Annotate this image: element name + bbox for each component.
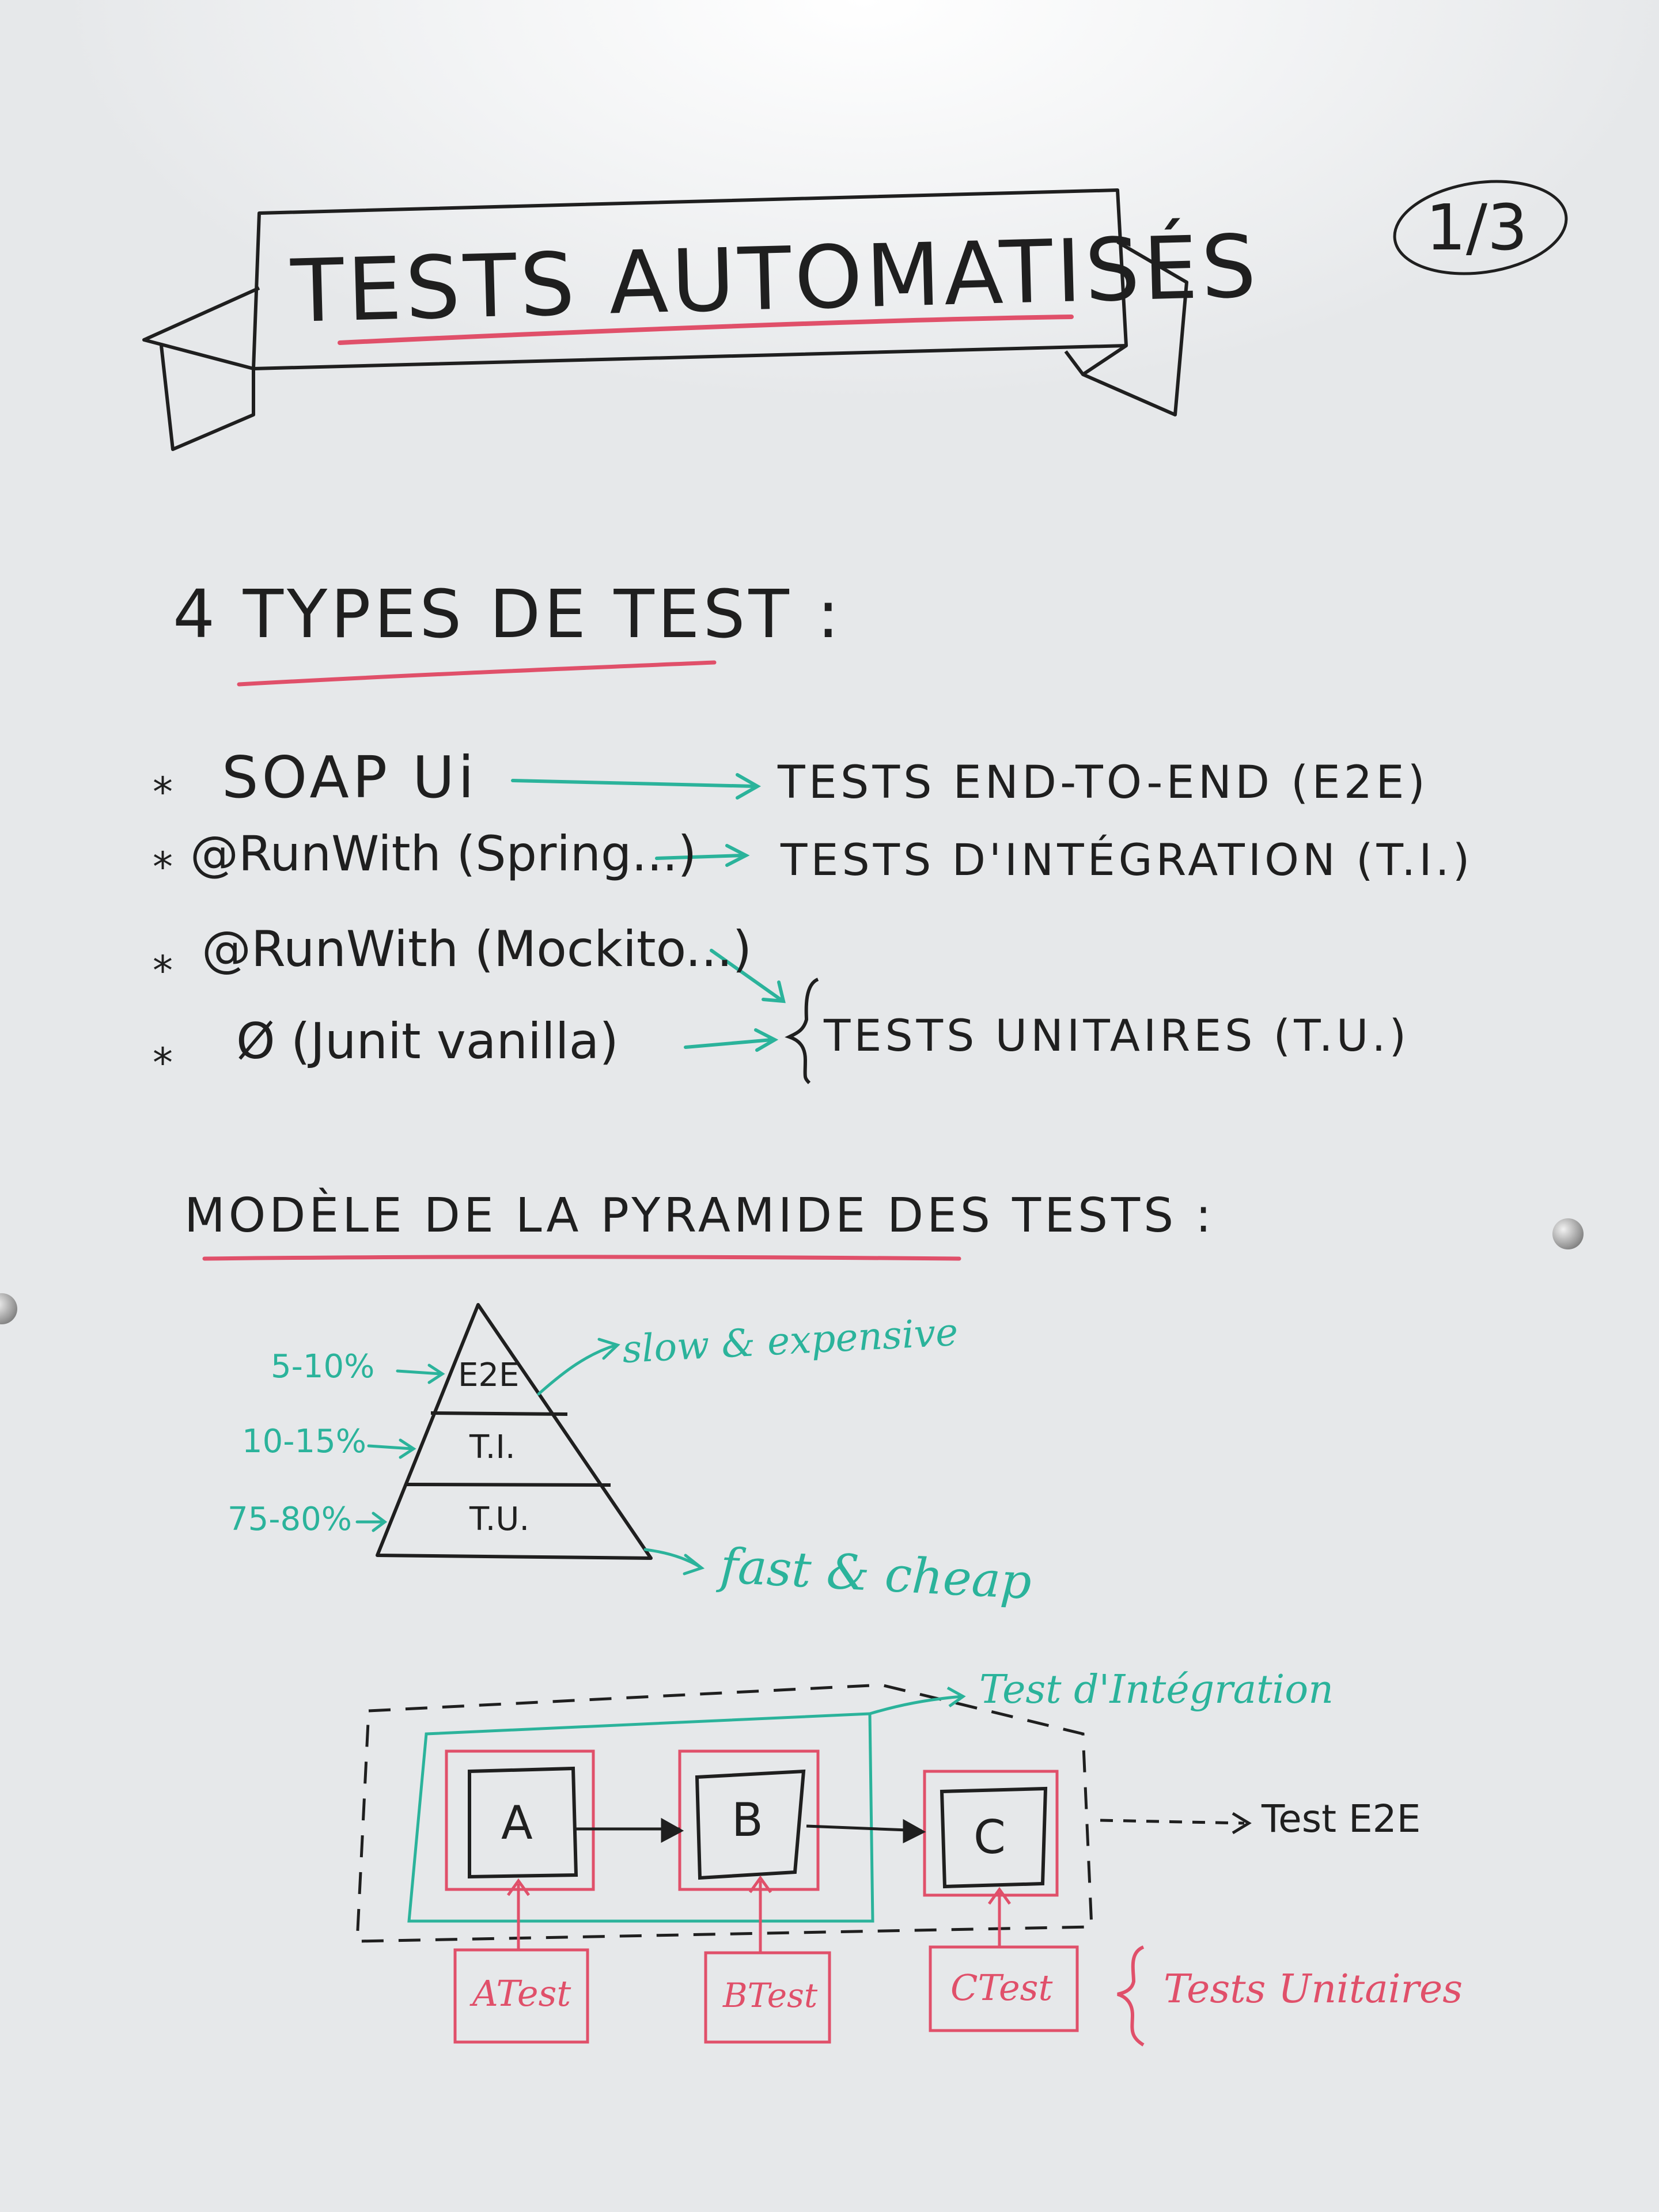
component-a: A (501, 1796, 533, 1850)
type-tool: @RunWith (Mockito...) (202, 921, 752, 978)
pyramid-percent: 75-80% (228, 1501, 352, 1538)
bullet: * (153, 1039, 173, 1086)
component-c: C (974, 1810, 1006, 1864)
unit-test-boxes (453, 1875, 1145, 2047)
pyramid-level-label: T.U. (469, 1501, 530, 1538)
type-result: TESTS END-TO-END (E2E) (778, 757, 1429, 809)
e2e-dashed-box (355, 1683, 1093, 1943)
types-underline (237, 660, 717, 687)
types-heading: 4 TYPES DE TEST : (173, 576, 843, 653)
component-black-boxes (468, 1766, 1048, 1889)
unit-brace (785, 978, 819, 1085)
e2e-label: Test E2E (1262, 1797, 1421, 1841)
pyramid-shape (376, 1303, 653, 1560)
pyramid-heading: MODÈLE DE LA PYRAMIDE DES TESTS : (184, 1188, 1215, 1243)
page-number-circle (1393, 180, 1568, 275)
unit-test-c: CTest (950, 1967, 1053, 2009)
component-arrows (576, 1812, 1252, 1844)
unit-label: Tests Unitaires (1164, 1967, 1463, 2012)
pyramid-underline (202, 1255, 961, 1261)
type-tool: SOAP Ui (222, 744, 478, 811)
integration-label: Test d'Intégration (979, 1667, 1334, 1713)
type-result: TESTS UNITAIRES (T.U.) (824, 1010, 1410, 1061)
pyramid-percent: 5-10% (271, 1348, 375, 1385)
title-underline (338, 315, 1074, 345)
pyramid-level-label: E2E (458, 1357, 520, 1394)
bullet: * (153, 768, 173, 816)
page-number: 1/3 (1426, 191, 1528, 264)
page-title: TESTS AUTOMATISÉS (290, 217, 1261, 342)
board-pin-right (1552, 1218, 1584, 1249)
unit-test-b: BTest (723, 1976, 818, 2015)
type-tool: Ø (Junit vanilla) (236, 1013, 619, 1070)
type-tool: @RunWith (Spring...) (190, 825, 697, 882)
pyramid-percent: 10-15% (242, 1423, 366, 1460)
percent-arrows (355, 1338, 705, 1575)
bullet: * (153, 843, 173, 891)
bullet: * (153, 947, 173, 994)
pyramid-level-label: T.I. (469, 1429, 516, 1466)
title-banner (142, 188, 1188, 451)
integration-box (407, 1686, 966, 1923)
type-result: TESTS D'INTÉGRATION (T.I.) (781, 834, 1474, 885)
type-arrows (511, 773, 786, 1052)
unit-test-a: ATest (472, 1972, 571, 2014)
component-b: B (732, 1793, 763, 1847)
